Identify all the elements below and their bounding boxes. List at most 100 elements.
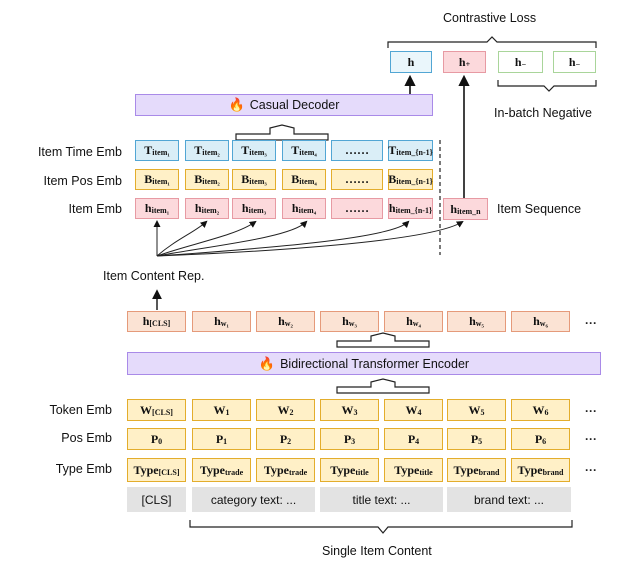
item-pos-1-sub: item₁ (152, 177, 170, 186)
output-token-6-sub: w₆ (539, 319, 548, 328)
item-pos-4-sub: item₄ (299, 177, 317, 186)
pos-emb-3-sub: 3 (351, 436, 356, 446)
item-emb-5-base: h (388, 201, 396, 215)
item-time-3-sub: item₃ (249, 148, 267, 157)
output-token-5-sub: w₅ (475, 319, 484, 328)
item-emb-1-base: h (144, 201, 152, 215)
pos-emb-2-sub: 2 (287, 436, 292, 446)
pos-emb-1-base: P (215, 431, 224, 446)
item-time-ellipsis: …… (331, 140, 383, 161)
single-item-content-label: Single Item Content (322, 544, 432, 558)
item-time-2-base: T (194, 143, 203, 157)
pos-emb-label: Pos Emb (61, 431, 112, 445)
item-pos-5-sub: item_{n-1} (396, 177, 433, 186)
item-pos-1-base: B (144, 172, 153, 186)
pos-trailing-dots: ··· (585, 432, 597, 446)
item-time-5-sub: item_{n-1} (396, 148, 433, 157)
negative-h-sub-2: − (575, 59, 581, 69)
pos-emb-4-base: P (407, 431, 416, 446)
output-token-3-sub: w₃ (348, 319, 357, 328)
output-token-2-sub: w₂ (284, 319, 293, 328)
negative-h-sub-1: − (521, 59, 527, 69)
pos-emb-5-sub: 5 (478, 436, 483, 446)
single-item-brace (189, 520, 573, 534)
type-emb-4-sub: title (419, 467, 433, 477)
negative-h-box-1: h− (498, 51, 543, 73)
title-text-segment: title text: ... (320, 487, 443, 512)
item-emb-3-sub: item₃ (248, 206, 267, 215)
input-up-arrow (336, 378, 430, 394)
contrastive-loss-label: Contrastive Loss (443, 11, 537, 25)
output-token-2-base: h (278, 314, 285, 328)
token-emb-0: W[CLS] (127, 399, 186, 421)
positive-h-box: h+ (443, 51, 486, 73)
negative-h-box-2: h− (553, 51, 596, 73)
token-emb-6-sub: 6 (544, 407, 549, 417)
encoder-up-arrow (336, 332, 430, 348)
token-emb-5-sub: 5 (480, 407, 485, 417)
item-emb-ellipsis-base: …… (345, 201, 369, 215)
brand-text: brand text: ... (473, 492, 545, 507)
item-pos-3-base: B (241, 172, 250, 186)
type-emb-0: Type[CLS] (127, 458, 186, 482)
item-time-2-sub: item₂ (202, 148, 220, 157)
item-emb-4-base: h (291, 201, 299, 215)
item-pos-2-sub: item₂ (202, 177, 220, 186)
token-emb-1-sub: 1 (225, 407, 230, 417)
item-emb-ellipsis: …… (331, 198, 383, 219)
pos-emb-4-sub: 4 (415, 436, 420, 446)
token-trailing-dots: ··· (585, 404, 597, 418)
anchor-h-text: h (407, 54, 415, 69)
item-emb-5-sub: item_{n-1} (395, 206, 433, 215)
pos-emb-2-base: P (279, 431, 288, 446)
item-pos-2-base: B (194, 172, 203, 186)
fan-curve-4 (156, 220, 308, 257)
pos-emb-0-base: P (150, 431, 159, 446)
fan-curve-3 (156, 220, 257, 257)
output-token-6-base: h (533, 314, 540, 328)
type-emb-3-base: Type (330, 462, 356, 477)
token-emb-6-base: W (532, 402, 545, 417)
type-emb-6-base: Type (517, 462, 543, 477)
type-emb-5-base: Type (453, 462, 479, 477)
item-content-rep-label: Item Content Rep. (103, 269, 205, 283)
negative-brace (497, 80, 597, 92)
type-emb-0-sub: [CLS] (158, 467, 180, 477)
item-time-3-base: T (241, 143, 250, 157)
token-emb-5-base: W (468, 402, 481, 417)
item-time-1-sub: item₁ (152, 148, 170, 157)
token-emb-label: Token Emb (49, 403, 112, 417)
in-batch-negative-label: In-batch Negative (494, 106, 592, 120)
encoder-label: Bidirectional Transformer Encoder (280, 356, 470, 371)
type-emb-label: Type Emb (55, 462, 112, 476)
category-text-segment: category text: ... (192, 487, 315, 512)
pos-emb-3-base: P (343, 431, 352, 446)
token-emb-0-sub: [CLS] (152, 407, 173, 417)
negative-h-base-2: h (568, 54, 576, 69)
token-emb-3-sub: 3 (353, 407, 358, 417)
